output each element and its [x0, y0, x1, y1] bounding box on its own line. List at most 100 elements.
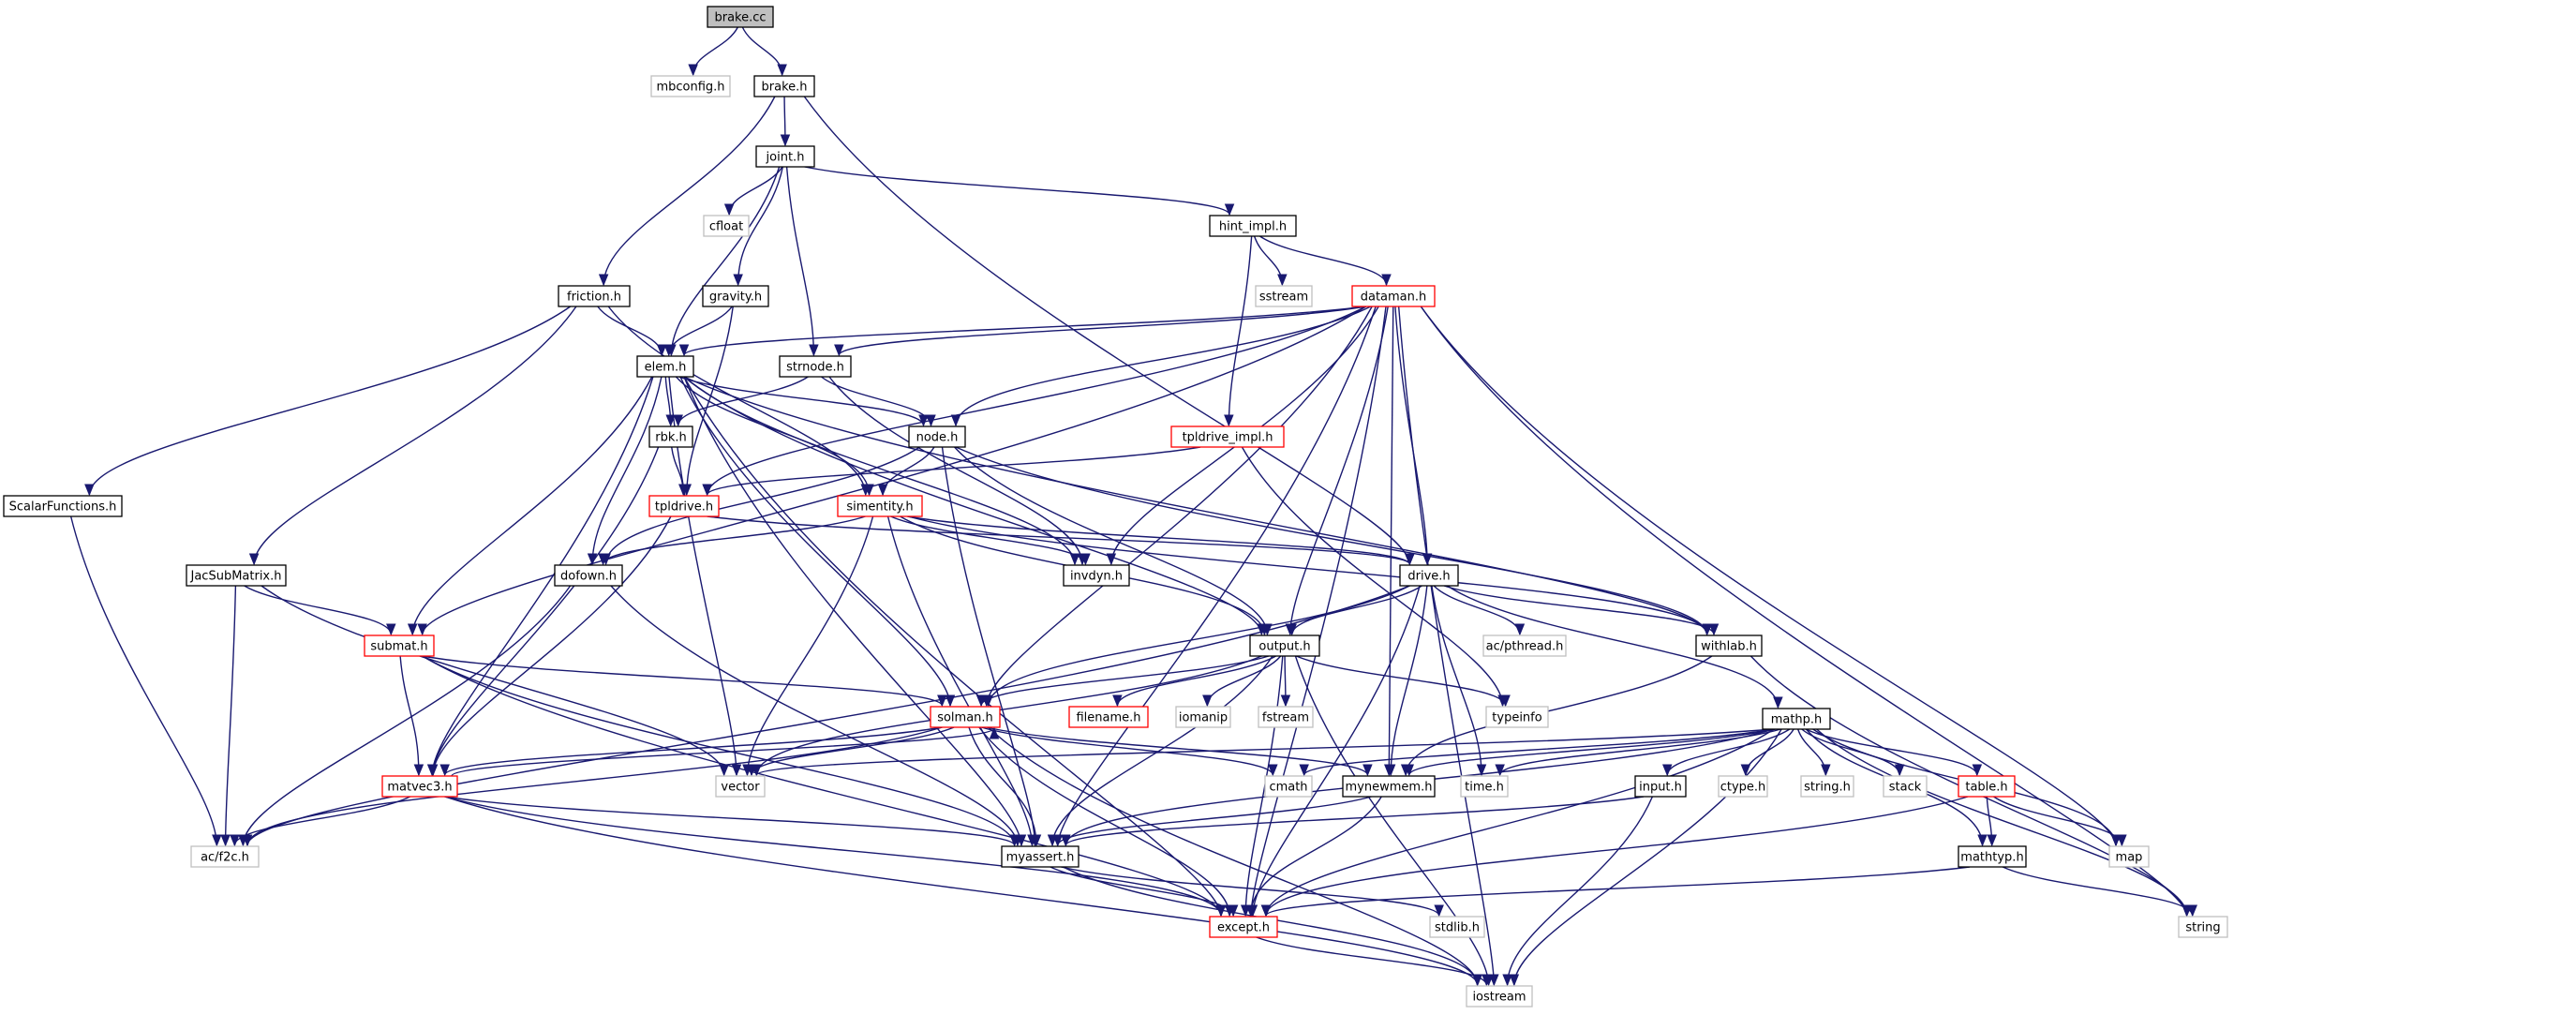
- node-time_h: time.h: [1460, 775, 1509, 798]
- edge-drive-to-solman: [983, 585, 1410, 708]
- node-label: simentity.h: [846, 500, 913, 515]
- arrowhead: [719, 764, 729, 777]
- node-label: mathtyp.h: [1960, 851, 2023, 865]
- node-box: [1249, 634, 1320, 657]
- node-rbk[interactable]: rbk.h: [648, 425, 693, 448]
- node-brake_cc[interactable]: brake.cc: [707, 6, 774, 28]
- arrowhead: [1977, 834, 1988, 847]
- node-box: [755, 145, 815, 168]
- node-cfloat: cfloat: [703, 215, 750, 237]
- node-table[interactable]: table.h: [1958, 775, 2016, 798]
- node-withlab[interactable]: withlab.h: [1695, 634, 1763, 657]
- arrowhead: [413, 764, 424, 777]
- arrowhead: [1740, 764, 1751, 777]
- node-dofown[interactable]: dofown.h: [554, 564, 623, 587]
- node-myassert[interactable]: myassert.h: [1001, 845, 1080, 868]
- node-label: filename.h: [1076, 711, 1140, 725]
- node-solman[interactable]: solman.h: [930, 706, 1001, 728]
- edge-drive-to-output: [1287, 585, 1422, 636]
- node-label: iomanip: [1179, 711, 1228, 725]
- node-output[interactable]: output.h: [1249, 634, 1320, 657]
- node-map: map: [2108, 845, 2150, 868]
- node-submat[interactable]: submat.h: [364, 634, 435, 657]
- node-jacsubmatrix[interactable]: JacSubMatrix.h: [186, 564, 287, 587]
- node-box: [1342, 775, 1436, 798]
- node-label: mbconfig.h: [656, 81, 724, 95]
- arrowhead: [1894, 764, 1905, 777]
- arrowhead: [1472, 974, 1482, 987]
- edge-elem-to-node: [678, 376, 929, 427]
- node-label: rbk.h: [655, 431, 687, 445]
- node-stack: stack: [1883, 775, 1928, 798]
- node-box: [381, 775, 458, 798]
- edge-output-to-filename: [1112, 655, 1276, 708]
- node-label: friction.h: [567, 291, 621, 305]
- arrowhead: [1500, 694, 1511, 708]
- edge-matvec3-to-solman: [451, 726, 1000, 777]
- edge-friction-to-elem: [597, 306, 667, 357]
- node-label: node.h: [916, 431, 959, 445]
- edge-except-to-iostream: [1256, 936, 1492, 987]
- edge-tpldrive-to-matvec3: [427, 515, 672, 777]
- edge-solman-to-mynewmem: [986, 726, 1373, 777]
- node-box: [3, 495, 123, 517]
- node-box: [779, 355, 852, 378]
- edge-simentity-to-invdyn: [890, 515, 1091, 566]
- node-filename[interactable]: filename.h: [1068, 706, 1149, 728]
- node-matvec3[interactable]: matvec3.h: [381, 775, 458, 798]
- node-label: mynewmem.h: [1346, 781, 1433, 795]
- node-box: [908, 425, 966, 448]
- node-label: except.h: [1217, 921, 1270, 935]
- node-label: hint_impl.h: [1219, 220, 1287, 234]
- node-tpldrive[interactable]: tpldrive.h: [648, 495, 720, 517]
- node-gravity[interactable]: gravity.h: [702, 285, 769, 307]
- edge-jacsubmatrix-to-acf2c: [220, 585, 237, 847]
- node-box: [1258, 706, 1314, 728]
- node-brake_h[interactable]: brake.h: [753, 75, 815, 97]
- node-mathp[interactable]: mathp.h: [1762, 708, 1831, 730]
- edge-drive-to-mynewmem: [1385, 585, 1428, 777]
- node-box: [1001, 845, 1080, 868]
- node-box: [1170, 425, 1285, 448]
- node-friction[interactable]: friction.h: [558, 285, 631, 307]
- arrowhead: [656, 344, 667, 357]
- edge-table-to-mathtyp: [1986, 796, 1997, 847]
- node-strnode[interactable]: strnode.h: [779, 355, 852, 378]
- node-box: [1718, 775, 1768, 798]
- arrowhead: [1476, 764, 1487, 777]
- node-box: [1264, 775, 1313, 798]
- edge-drive-to-mathp: [1447, 585, 1783, 709]
- node-scalarfunctions[interactable]: ScalarFunctions.h: [3, 495, 123, 517]
- edge-mathp-to-cmath: [1299, 728, 1775, 777]
- node-hint_impl[interactable]: hint_impl.h: [1209, 215, 1297, 237]
- node-dataman[interactable]: dataman.h: [1351, 285, 1436, 307]
- arrowhead: [1228, 904, 1239, 918]
- node-elem[interactable]: elem.h: [636, 355, 694, 378]
- arrowhead: [1260, 904, 1272, 918]
- node-tpldrive_impl[interactable]: tpldrive_impl.h: [1170, 425, 1285, 448]
- node-invdyn[interactable]: invdyn.h: [1063, 564, 1130, 587]
- arrowhead: [1495, 764, 1505, 777]
- node-label: stdlib.h: [1435, 921, 1480, 935]
- node-box: [1762, 708, 1831, 730]
- arrowhead: [212, 834, 222, 847]
- node-mynewmem[interactable]: mynewmem.h: [1342, 775, 1436, 798]
- node-node[interactable]: node.h: [908, 425, 966, 448]
- edge-jacsubmatrix-to-vector: [261, 585, 729, 777]
- edge-brake_h-to-joint_h: [780, 96, 791, 147]
- arrowhead: [1277, 274, 1288, 287]
- node-box: [837, 495, 923, 517]
- node-except[interactable]: except.h: [1209, 916, 1278, 938]
- node-label: sstream: [1259, 291, 1308, 305]
- node-drive[interactable]: drive.h: [1399, 564, 1459, 587]
- node-box: [1958, 775, 2016, 798]
- node-input[interactable]: input.h: [1634, 775, 1687, 798]
- edge-mathp-to-string: [1816, 728, 2192, 918]
- arrowhead: [1299, 764, 1309, 777]
- node-simentity[interactable]: simentity.h: [837, 495, 923, 517]
- node-mathtyp[interactable]: mathtyp.h: [1958, 845, 2027, 868]
- edge-drive-to-withlab: [1443, 585, 1720, 636]
- node-joint_h[interactable]: joint.h: [755, 145, 815, 168]
- arrowhead: [688, 64, 698, 77]
- arrowhead: [1245, 904, 1256, 918]
